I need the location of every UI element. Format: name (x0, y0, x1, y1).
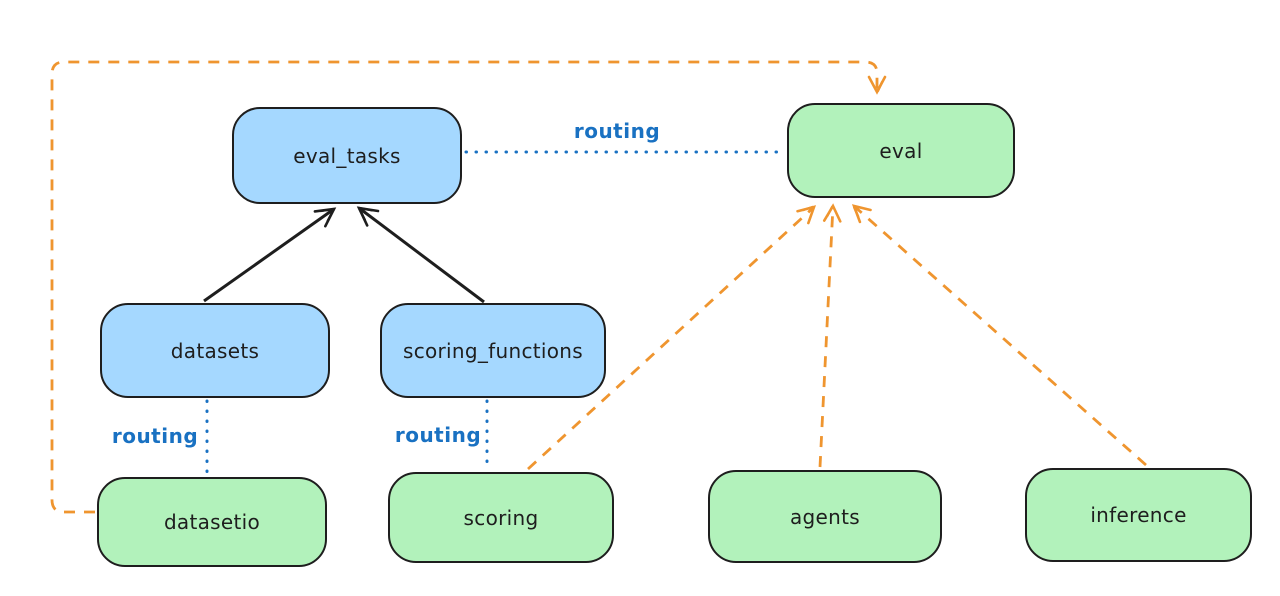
node-inference: inference (1025, 468, 1252, 562)
node-scoring-functions: scoring_functions (380, 303, 606, 398)
edge-agents-to-eval (818, 203, 842, 468)
node-scoring: scoring (388, 472, 614, 563)
edge-scoring-functions-to-eval-tasks (356, 206, 485, 304)
routing-label-datasets-datasetio: routing (111, 424, 199, 448)
node-datasets: datasets (100, 303, 330, 398)
edge-datasets-to-eval-tasks (203, 207, 337, 303)
routing-label-scoring-functions-scoring: routing (394, 423, 482, 447)
routing-label-eval-tasks-eval: routing (573, 119, 661, 143)
node-agents: agents (708, 470, 942, 563)
edge-inference-to-eval (851, 204, 1147, 467)
node-datasetio: datasetio (97, 477, 327, 567)
node-eval-tasks: eval_tasks (232, 107, 462, 204)
node-eval: eval (787, 103, 1015, 198)
